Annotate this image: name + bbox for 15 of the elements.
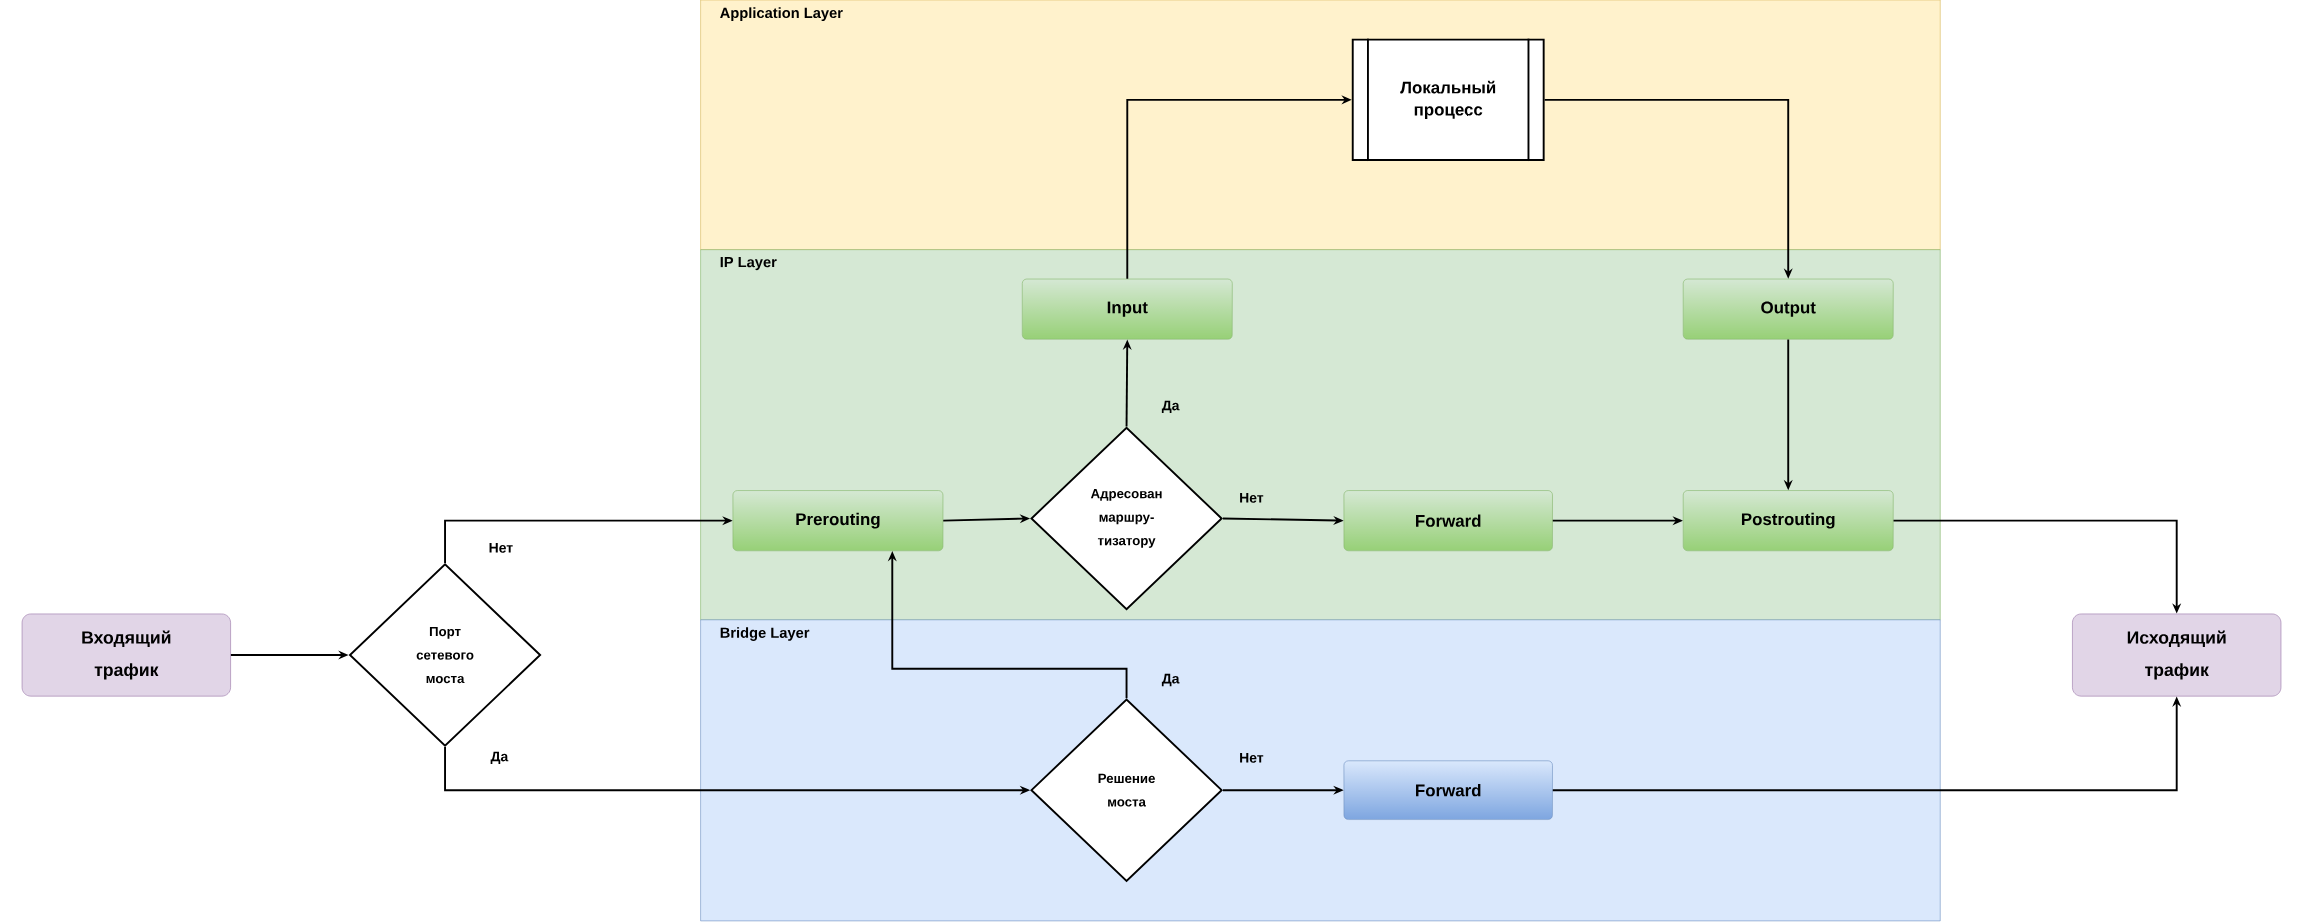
process-box: Локальный процесс [1351,37,1545,162]
edge-label: Нет [1240,752,1264,763]
process-box: Input [1021,278,1233,340]
terminal-box: Исходящий трафик [2072,613,2282,697]
process-box: Postrouting [1682,490,1894,551]
edge-label: Нет [1240,492,1264,503]
process-box: Forward [1343,760,1553,820]
edge-label: Да [1161,673,1180,687]
edge-label: Да [490,751,509,764]
process-box: Output [1682,278,1894,340]
edge-label: Нет [489,542,513,553]
terminal-box: Входящий трафик [21,613,231,697]
process-box: Prerouting [732,490,944,551]
process-box: Forward [1343,490,1553,551]
edge-label: Да [1161,400,1180,413]
